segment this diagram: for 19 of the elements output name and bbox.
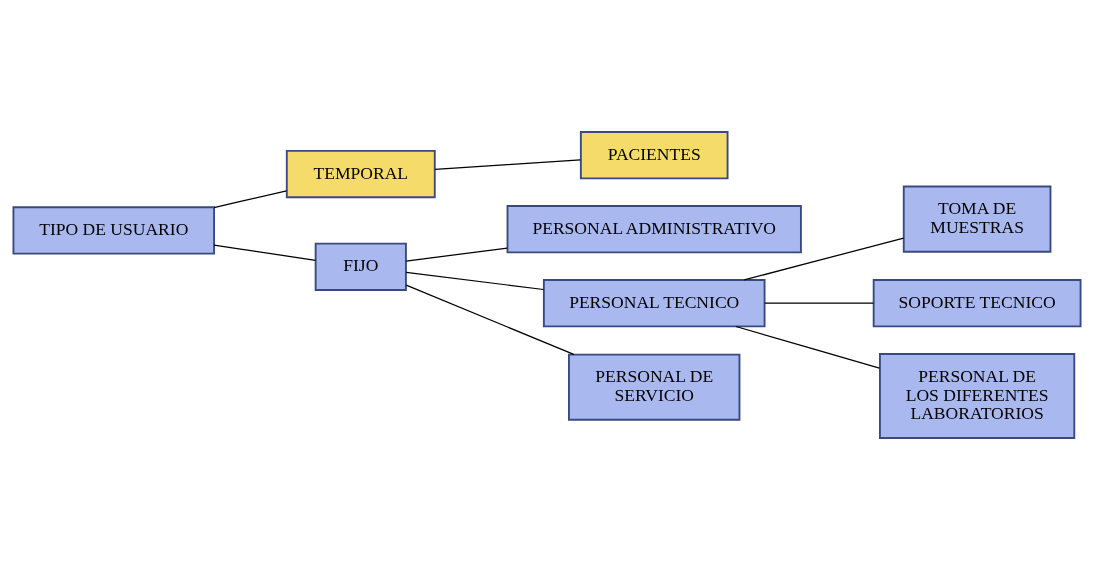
connector xyxy=(405,246,508,262)
connector xyxy=(764,302,875,304)
connector xyxy=(213,244,317,261)
connector xyxy=(405,271,545,290)
connector xyxy=(434,158,581,170)
node-box: PERSONAL DE LOS DIFERENTES LABORATORIOS xyxy=(879,352,1076,439)
connector xyxy=(405,283,575,355)
node-box: PERSONAL DE SERVICIO xyxy=(568,353,741,421)
node-box: FIJO xyxy=(314,242,407,291)
connector xyxy=(735,325,881,369)
node-box: PERSONAL ADMINISTRATIVO xyxy=(506,204,802,253)
connector xyxy=(743,237,905,281)
connector xyxy=(213,189,288,208)
node-box: PERSONAL TECNICO xyxy=(542,278,766,327)
node-box: TOMA DE MUESTRAS xyxy=(902,185,1052,253)
node-box: TIPO DE USUARIO xyxy=(12,205,215,255)
node-box: TEMPORAL xyxy=(285,149,436,198)
node-box: SOPORTE TECNICO xyxy=(872,278,1082,327)
node-box: PACIENTES xyxy=(579,130,729,179)
